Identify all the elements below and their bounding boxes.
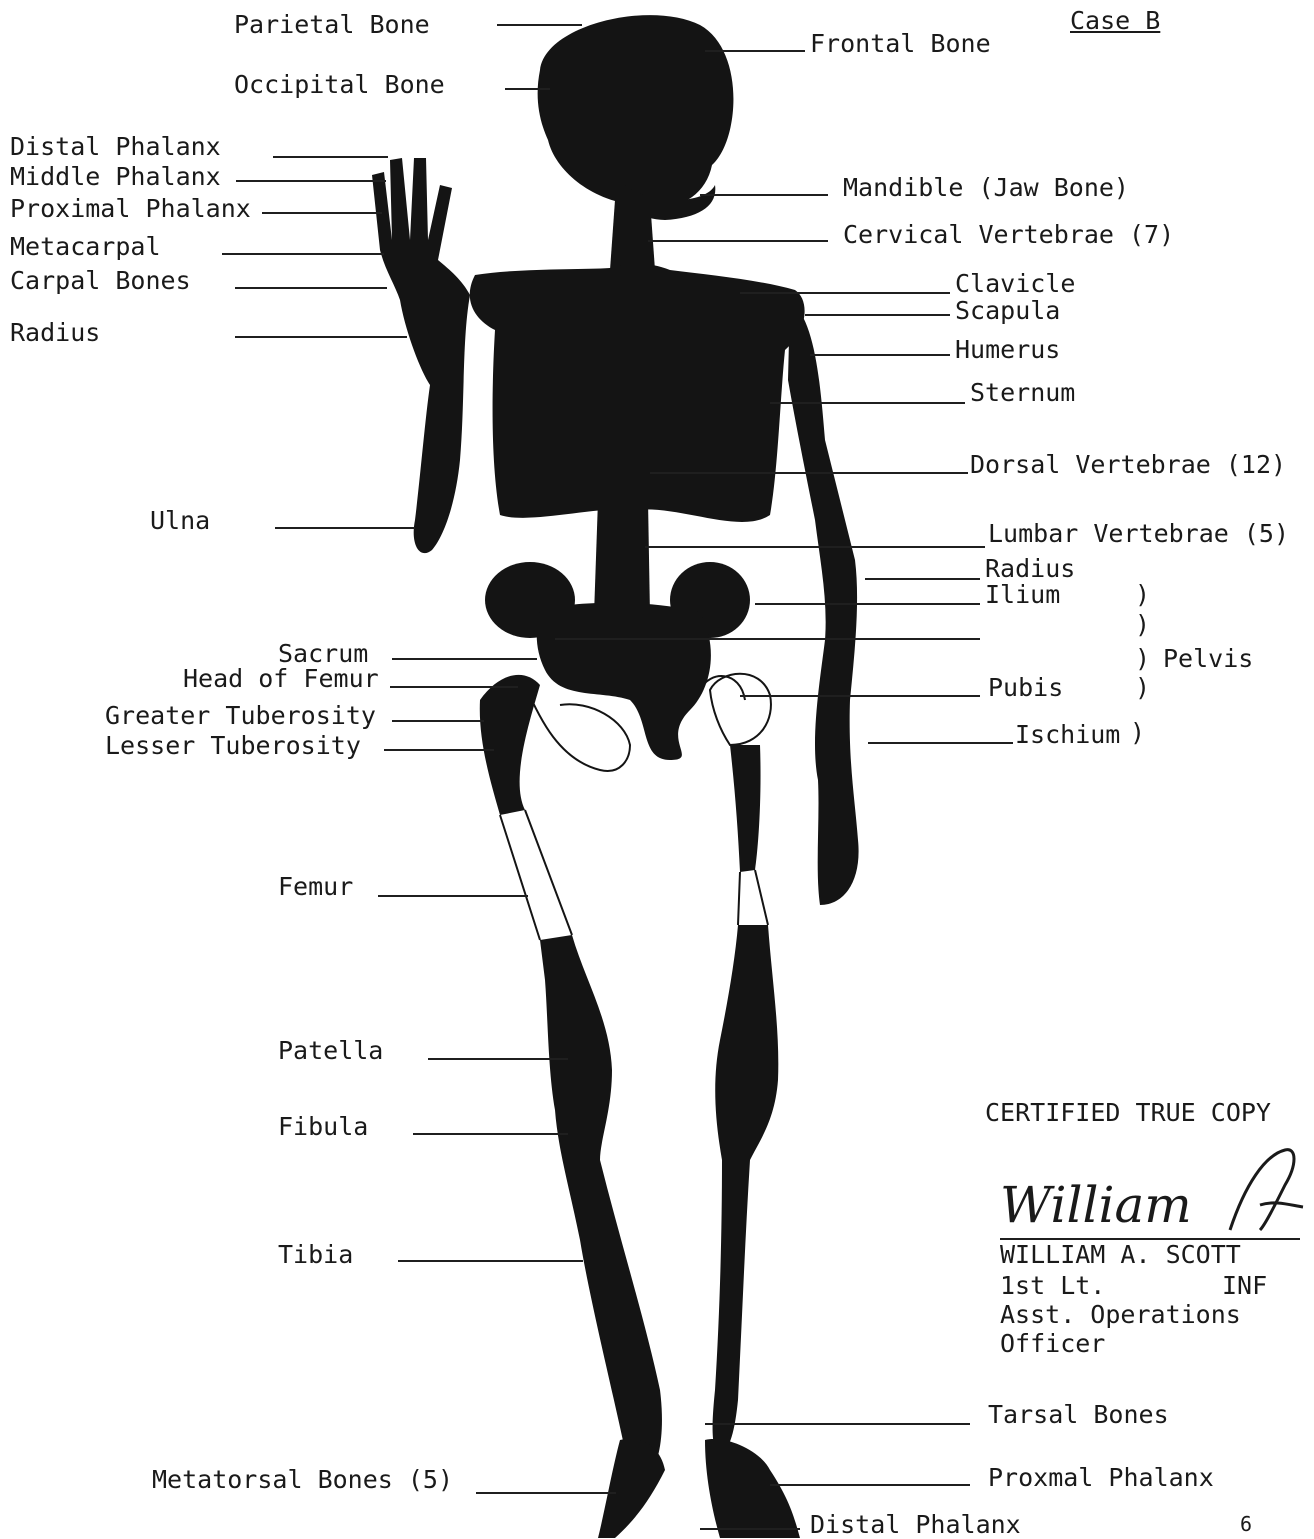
typed-name: WILLIAM A. SCOTT: [1000, 1242, 1241, 1267]
label-tibia: Tibia: [278, 1242, 353, 1267]
label-proximal-phalanx-hand: Proximal Phalanx: [10, 196, 251, 221]
pelvis-brace-3: ): [1135, 646, 1150, 671]
label-clavicle: Clavicle: [955, 271, 1075, 296]
label-dorsal-vertebrae: Dorsal Vertebrae (12): [970, 452, 1286, 477]
title-line-1: Asst. Operations: [1000, 1302, 1241, 1327]
leader-cervical-vertebrae: [648, 240, 828, 242]
leader-metatarsal-bones: [476, 1492, 616, 1494]
left-femur-outline: [500, 810, 572, 940]
label-sternum: Sternum: [970, 380, 1075, 405]
label-distal-phalanx-foot: Distal Phalanx: [810, 1512, 1021, 1537]
leader-lesser-tuberosity: [384, 749, 494, 751]
leader-patella: [428, 1058, 568, 1060]
label-greater-tuberosity: Greater Tuberosity: [105, 703, 376, 728]
signature-flourish: [1225, 1145, 1305, 1235]
leader-greater-tuberosity: [392, 720, 484, 722]
label-ulna: Ulna: [150, 508, 210, 533]
leader-lumbar-vertebrae: [645, 546, 985, 548]
left-leg: [480, 675, 662, 1476]
leader-femur: [378, 895, 528, 897]
leader-pubis: [740, 695, 980, 697]
label-lesser-tuberosity: Lesser Tuberosity: [105, 733, 361, 758]
leader-clavicle: [740, 292, 950, 294]
leader-pelvis-mid: [555, 638, 980, 640]
leader-tarsal-bones: [705, 1423, 970, 1425]
pelvis-brace-5: ): [1130, 720, 1145, 745]
feet: [598, 1439, 800, 1538]
label-middle-phalanx: Middle Phalanx: [10, 164, 221, 189]
label-frontal-bone: Frontal Bone: [810, 31, 991, 56]
label-parietal-bone: Parietal Bone: [234, 12, 430, 37]
leader-ischium: [868, 742, 1013, 744]
leader-radius-left: [235, 336, 407, 338]
label-radius-left: Radius: [10, 320, 100, 345]
leader-metacarpal: [222, 253, 384, 255]
label-humerus: Humerus: [955, 337, 1060, 362]
label-pelvis-group: Pelvis: [1163, 646, 1253, 671]
leader-ulna: [275, 527, 415, 529]
label-metatarsal-bones: Metatorsal Bones (5): [152, 1467, 453, 1492]
leader-carpal-bones: [235, 287, 387, 289]
label-distal-phalanx-hand: Distal Phalanx: [10, 134, 221, 159]
label-occipital-bone: Occipital Bone: [234, 72, 445, 97]
handwritten-signature: William: [1000, 1180, 1192, 1230]
label-fibula: Fibula: [278, 1114, 368, 1139]
label-head-of-femur: Head of Femur: [183, 666, 379, 691]
leader-distal-phalanx-hand: [273, 156, 388, 158]
label-patella: Patella: [278, 1038, 383, 1063]
leader-scapula: [805, 314, 950, 316]
right-leg: [713, 745, 779, 1455]
label-radius-right: Radius: [985, 556, 1075, 581]
label-lumbar-vertebrae: Lumbar Vertebrae (5): [988, 521, 1289, 546]
leader-humerus: [810, 354, 950, 356]
leader-sternum: [770, 402, 965, 404]
label-ischium: Ischium: [1015, 722, 1120, 747]
label-mandible: Mandible (Jaw Bone): [843, 175, 1129, 200]
leader-proximal-phalanx-hand: [262, 212, 382, 214]
branch: INF: [1222, 1273, 1267, 1298]
raised-arm: [372, 158, 470, 553]
title-line-2: Officer: [1000, 1331, 1105, 1356]
leader-occipital-bone: [505, 88, 550, 90]
label-femur: Femur: [278, 874, 353, 899]
label-ilium: Ilium: [985, 582, 1060, 607]
leader-radius-right: [865, 578, 980, 580]
leader-head-of-femur: [390, 686, 518, 688]
label-sacrum: Sacrum: [278, 641, 368, 666]
leader-proximal-phalanx-foot: [770, 1484, 970, 1486]
leader-distal-phalanx-foot: [700, 1528, 800, 1530]
label-scapula: Scapula: [955, 298, 1060, 323]
label-proximal-phalanx-foot: Proxmal Phalanx: [988, 1465, 1214, 1490]
label-cervical-vertebrae: Cervical Vertebrae (7): [843, 222, 1174, 247]
certification-heading: CERTIFIED TRUE COPY: [985, 1100, 1271, 1125]
pelvis-brace-4: ): [1135, 675, 1150, 700]
pelvis-brace-2: ): [1135, 612, 1150, 637]
leader-tibia: [398, 1260, 583, 1262]
rank: 1st Lt.: [1000, 1273, 1105, 1298]
leader-mandible: [700, 194, 828, 196]
thorax: [470, 264, 805, 522]
label-pubis: Pubis: [988, 675, 1063, 700]
page-mark: 6: [1240, 1512, 1252, 1537]
label-metacarpal: Metacarpal: [10, 234, 161, 259]
label-carpal-bones: Carpal Bones: [10, 268, 191, 293]
leader-frontal-bone: [705, 50, 805, 52]
leader-parietal-bone: [497, 24, 582, 26]
case-label: Case B: [1070, 8, 1160, 33]
label-tarsal-bones: Tarsal Bones: [988, 1402, 1169, 1427]
leader-sacrum: [392, 658, 537, 660]
leader-fibula: [413, 1133, 568, 1135]
skull: [538, 15, 734, 220]
leader-ilium: [755, 603, 980, 605]
leader-dorsal-vertebrae: [650, 472, 968, 474]
leader-middle-phalanx: [236, 180, 386, 182]
pelvis-brace-1: ): [1135, 582, 1150, 607]
